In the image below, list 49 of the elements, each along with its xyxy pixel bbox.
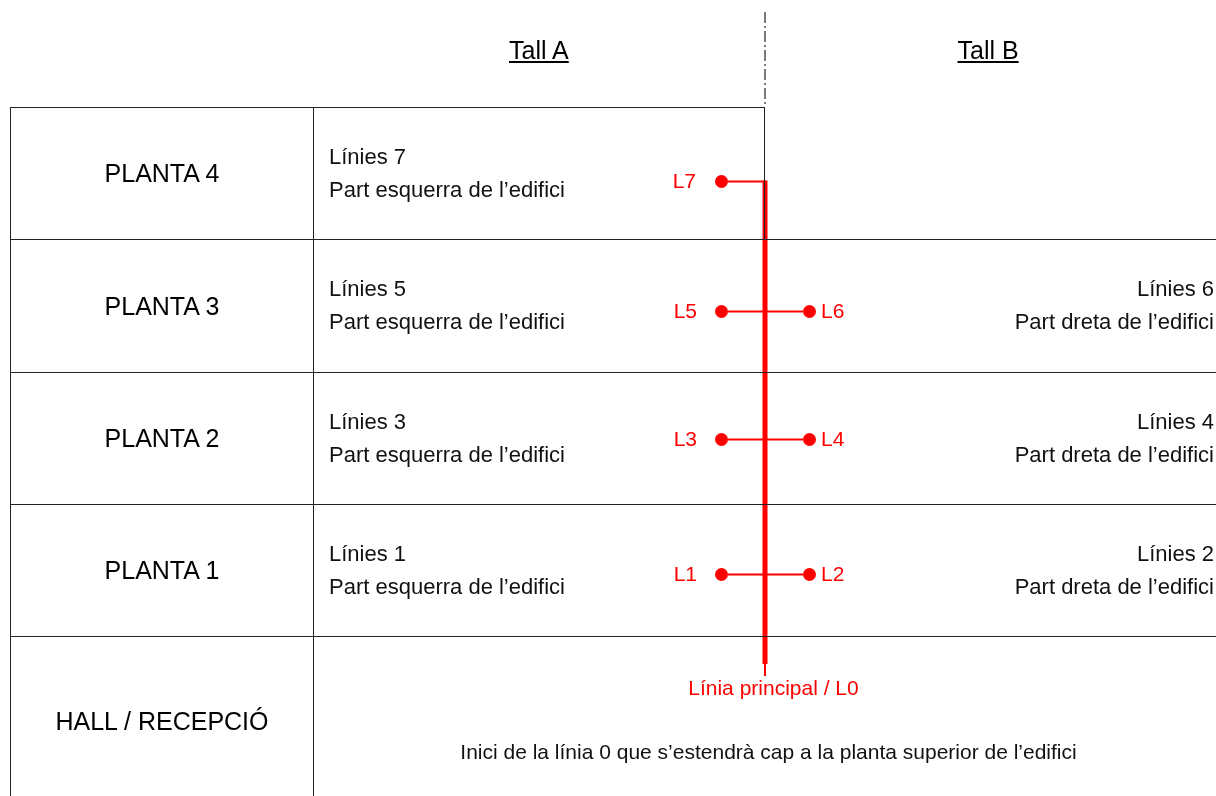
line-group-title: Línies 3 [329, 409, 407, 435]
line-label: L6 [821, 299, 845, 323]
floor-name: PLANTA 2 [104, 424, 220, 453]
connection-point [803, 305, 816, 318]
branch-line [764, 573, 804, 677]
line-label: L3 [673, 427, 697, 451]
line-label: L1 [673, 562, 697, 586]
floor-cell [10, 372, 313, 504]
line-label: L5 [673, 299, 697, 323]
floor-name: HALL / RECEPCIÓ [55, 707, 269, 736]
floor-cell [10, 504, 313, 636]
connection-point [715, 305, 728, 318]
building-side-text: Part esquerra de l’edifici [329, 309, 565, 335]
main-line-label: Línia principal / L0 [666, 676, 881, 700]
connection-point [715, 568, 728, 581]
floor-name: PLANTA 1 [104, 556, 220, 585]
section-heading: Tall B [957, 36, 1019, 65]
building-side-text: Part esquerra de l’edifici [329, 574, 565, 600]
floor-name: PLANTA 3 [104, 291, 220, 321]
table-cell [313, 636, 1216, 796]
building-side-text: Part dreta de l’edifici [1014, 442, 1214, 468]
line-group-title: Línies 5 [329, 276, 407, 302]
floor-cell [10, 636, 313, 796]
line-group-title: Línies 7 [329, 144, 407, 170]
table-cell [313, 504, 1216, 636]
connection-point [715, 175, 728, 188]
section-heading: Tall A [509, 36, 569, 65]
connection-point [715, 433, 728, 446]
line-label: L2 [821, 562, 845, 586]
building-side-text: Part esquerra de l’edifici [329, 442, 565, 468]
connection-point [803, 433, 816, 446]
main-line [762, 180, 768, 664]
line-label: L7 [672, 169, 696, 193]
table-cell [313, 239, 1216, 372]
line-group-title: Línies 2 [1136, 541, 1214, 567]
table-cell [313, 372, 1216, 504]
building-side-text: Part esquerra de l’edifici [329, 177, 565, 203]
line-group-title: Línies 6 [1136, 276, 1214, 302]
note-text: Inici de la línia 0 que s’estendrà cap a la planta superior de l’edifici [459, 739, 1078, 765]
connection-point [803, 568, 816, 581]
building-side-text: Part dreta de l’edifici [1014, 309, 1214, 335]
line-label: L4 [821, 427, 845, 451]
line-group-title: Línies 4 [1136, 409, 1214, 435]
floor-cell [10, 239, 313, 372]
floor-name: PLANTA 4 [104, 159, 220, 188]
line-group-title: Línies 1 [329, 541, 407, 567]
building-side-text: Part dreta de l’edifici [1014, 574, 1214, 600]
floor-cell [10, 107, 313, 239]
table-cell [313, 107, 765, 239]
